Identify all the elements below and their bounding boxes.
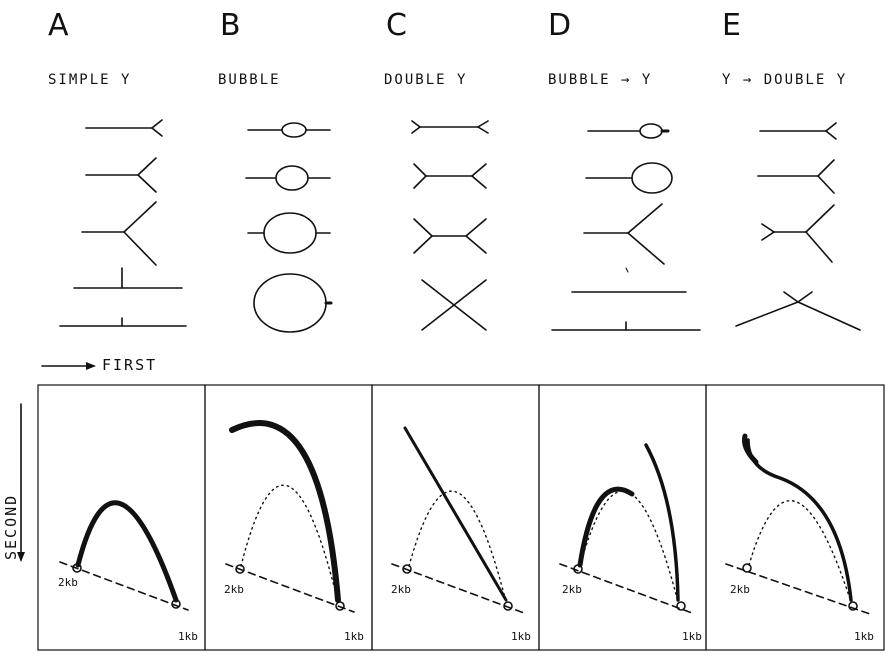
column-letter-b: B [220, 8, 242, 43]
panel-d-2kb-label: 2kb [562, 583, 582, 596]
column-letter-c: C [386, 8, 408, 43]
column-title-b: BUBBLE [218, 72, 281, 88]
column-title-c: DOUBLE Y [384, 72, 468, 88]
diagonal-dashed-line [725, 563, 871, 615]
y-to-double-y-shape-1 [759, 122, 837, 140]
column-letter-e: E [722, 8, 742, 43]
column-e-diagrams [735, 122, 861, 331]
panel-b-1kb-label: 1kb [344, 630, 364, 643]
simple-y-shape-2 [85, 157, 157, 193]
panel-d-1kb-label: 1kb [682, 630, 702, 643]
y-to-double-y-shape-2 [757, 159, 835, 194]
bubble-to-y-shape-3 [583, 203, 665, 265]
arc-trajectory [75, 500, 179, 603]
double-y-shape-3 [413, 218, 487, 254]
double-y-shape-2 [413, 163, 487, 189]
column-title-d: BUBBLE → Y [548, 72, 653, 88]
column-c-diagrams [411, 120, 489, 331]
bubble-to-y-shape-5 [551, 321, 701, 331]
diagonal-dashed-line [559, 563, 693, 614]
panel-a-1kb-label: 1kb [178, 630, 198, 643]
dotted-arc [408, 490, 507, 603]
first-axis-label: FIRST [102, 356, 158, 374]
bubble-trajectory [229, 420, 341, 603]
simple-y-shape-4 [73, 267, 183, 289]
bubble-shape-4 [253, 273, 333, 333]
simple-y-shape-5 [59, 317, 187, 327]
bubble-to-y-shape-2 [585, 162, 673, 194]
second-axis-label: SECOND [2, 493, 20, 560]
simple-y-shape-1 [85, 119, 163, 137]
double-y-shape-4 [421, 279, 487, 331]
bubble-shape-3 [247, 212, 331, 254]
panel-labels: 2kb 1kb 2kb 1kb 2kb 1kb 2kb 1kb 2kb 1kb [58, 576, 874, 643]
y-to-double-y-shape-4 [735, 291, 861, 331]
column-title-a: SIMPLE Y [48, 72, 132, 88]
double-y-shape-1 [411, 120, 489, 134]
panel-c-2kb-label: 2kb [391, 583, 411, 596]
column-d-diagrams [551, 123, 701, 331]
panel-c-frame [371, 384, 540, 651]
early-arc-trajectory [577, 486, 635, 568]
column-letter-a: A [48, 8, 70, 43]
panel-b-frame [204, 384, 373, 651]
bubble-to-y-shape-1 [587, 123, 670, 139]
late-arc-trajectory [644, 443, 680, 602]
panel-a-frame [37, 384, 206, 651]
panel-e-frame [705, 384, 885, 651]
diagonal-dashed-line [59, 561, 189, 611]
dotted-arc [748, 500, 852, 603]
diagonal-dashed-line [391, 563, 525, 614]
panel-e-1kb-label: 1kb [854, 630, 874, 643]
dotted-arc [240, 484, 339, 603]
panel-c-plot [391, 426, 525, 614]
y-to-double-y-shape-3 [761, 204, 835, 263]
panel-e-2kb-label: 2kb [730, 583, 750, 596]
origin-2kb-marker [235, 564, 245, 574]
panel-e-plot [725, 433, 871, 615]
origin-1kb-marker [848, 601, 858, 611]
simple-y-shape-3 [81, 201, 157, 266]
bubble-shape-1 [247, 122, 331, 138]
diagonal-dashed-line [225, 563, 355, 613]
panel-b-plot [225, 420, 355, 613]
trajectory-start-thick [742, 433, 759, 465]
panel-d-plot [559, 443, 693, 614]
bubble-to-y-mark [625, 267, 629, 273]
origin-2kb-marker [742, 563, 752, 573]
column-title-e: Y → DOUBLE Y [722, 72, 848, 88]
panel-a-2kb-label: 2kb [58, 576, 78, 589]
column-a-diagrams [59, 119, 187, 327]
origin-2kb-marker [402, 564, 412, 574]
second-direction-arrow [17, 403, 25, 562]
panel-b-2kb-label: 2kb [224, 583, 244, 596]
double-y-trajectory [403, 426, 508, 602]
y-to-double-y-trajectory [746, 438, 853, 602]
panel-a-plot [59, 500, 189, 611]
origin-1kb-marker [503, 601, 513, 611]
origin-1kb-marker [676, 601, 686, 611]
bubble-shape-2 [245, 165, 331, 191]
column-b-diagrams [245, 122, 333, 333]
panel-frames [37, 384, 885, 651]
column-letter-d: D [548, 8, 573, 43]
first-direction-arrow [41, 362, 96, 370]
panel-c-1kb-label: 1kb [511, 630, 531, 643]
